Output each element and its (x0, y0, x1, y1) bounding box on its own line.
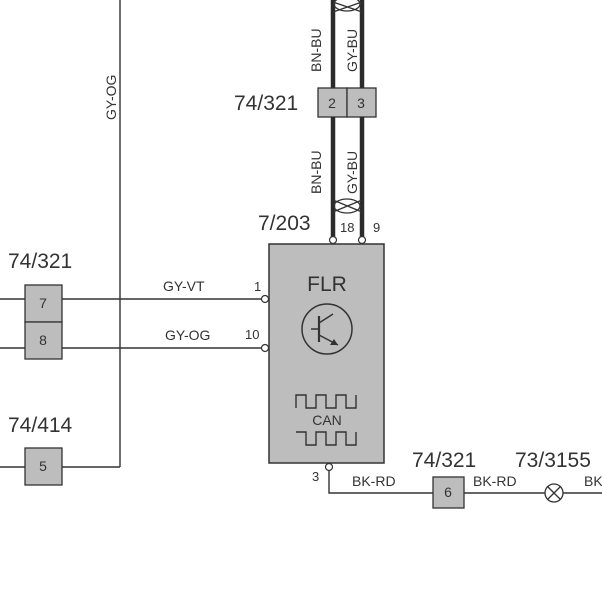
wire-label-gy-vt: GY-VT (163, 278, 205, 294)
flr-pin-10-label: 10 (245, 327, 259, 342)
can-bus-icon (295, 394, 357, 446)
flr-pin-18-label: 18 (340, 220, 354, 235)
connector-left-ref: 74/321 (8, 250, 72, 273)
wire-label-bn-bu-lower: BN-BU (308, 150, 324, 194)
flr-pin-9-label: 9 (373, 220, 380, 235)
flr-ref: 7/203 (258, 212, 311, 235)
connector-left-low-pin-5-label: 5 (39, 458, 47, 474)
wire-label-gy-bu-lower: GY-BU (344, 151, 360, 194)
wire-label-bk-rd-left: BK-RD (352, 473, 396, 489)
transistor-icon (301, 303, 353, 355)
connector-bottom-pin-6-label: 6 (444, 484, 452, 500)
connector-bottom-ref: 74/321 (412, 449, 476, 472)
wire-label-gy-og-vertical: GY-OG (103, 75, 119, 120)
splice-icon (544, 483, 564, 503)
connector-left-pin-7 (24, 284, 63, 323)
connector-left-low-ref: 74/414 (8, 414, 73, 437)
flr-pin-9 (357, 235, 367, 245)
connector-top-pin-3-label: 3 (357, 95, 365, 111)
connector-top-pin-3 (346, 87, 377, 118)
wire-bk-rd-left (328, 471, 433, 494)
wire-label-bk-edge: BK (584, 473, 602, 489)
connector-left-pin-8-label: 8 (39, 332, 47, 348)
twisted-pair-upper (330, 0, 365, 88)
connector-left-pin-7-label: 7 (39, 295, 47, 311)
connector-top-pin-2-label: 2 (328, 95, 336, 111)
connector-top-ref: 74/321 (234, 92, 298, 115)
wire-label-gy-og-lower: GY-OG (165, 327, 210, 343)
flr-pin-1-label: 1 (254, 279, 261, 294)
splice-ref: 73/3155 (515, 449, 591, 472)
twisted-pair-lower (330, 117, 365, 238)
wire-label-bk-rd-right: BK-RD (473, 473, 517, 489)
flr-pin-3 (324, 462, 334, 472)
wire-label-bn-bu-upper: BN-BU (308, 28, 324, 72)
flr-pin-3-label: 3 (312, 469, 319, 484)
flr-pin-1 (260, 294, 270, 304)
wire-label-gy-bu-upper: GY-BU (344, 29, 360, 72)
flr-pin-10 (260, 343, 270, 353)
connector-left-pin-8 (24, 321, 63, 360)
connector-left-low-pin-5 (24, 447, 63, 486)
flr-name: FLR (307, 273, 347, 296)
flr-pin-top-left (328, 235, 338, 245)
can-label: CAN (312, 412, 342, 428)
